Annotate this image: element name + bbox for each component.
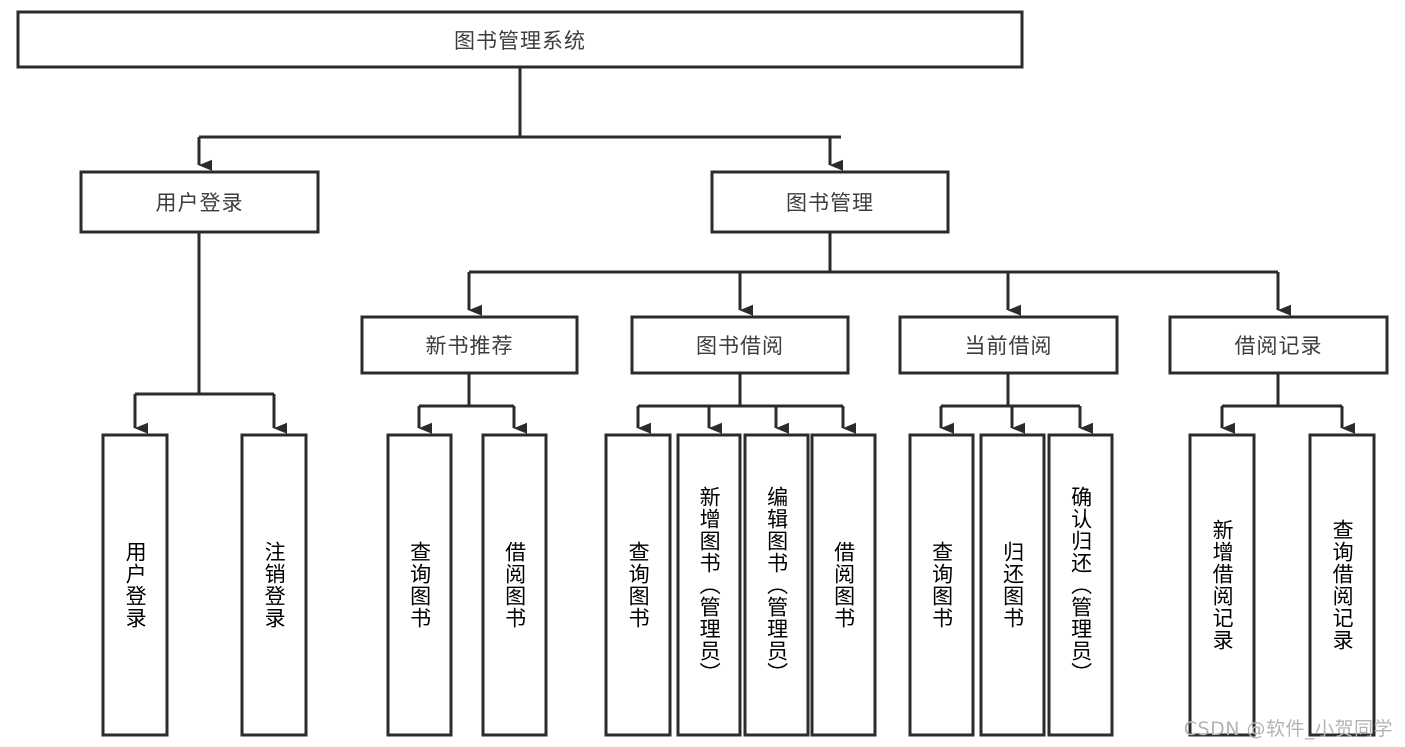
level3-node-box[interactable] <box>1168 315 1389 375</box>
leaf-node-box[interactable] <box>481 433 548 737</box>
level2-node-box[interactable] <box>710 170 950 234</box>
root-node-box[interactable] <box>16 10 1024 69</box>
level3-node-box[interactable] <box>898 315 1119 375</box>
connector-group-new-book <box>417 373 527 434</box>
leaf-node-box[interactable] <box>1308 433 1376 737</box>
leaf-node-box[interactable] <box>676 433 742 737</box>
leaf-node-box[interactable] <box>101 433 169 737</box>
level3-node-box[interactable] <box>630 315 850 375</box>
node-boxes-layer <box>16 10 1389 737</box>
connector-group-current <box>939 373 1093 434</box>
leaf-node-box[interactable] <box>240 433 308 737</box>
connector-group-records <box>1220 373 1355 434</box>
connector-group-book-mgmt <box>467 232 1291 316</box>
leaf-node-box[interactable] <box>908 433 975 737</box>
connector-group-borrow <box>636 373 856 434</box>
leaf-node-box[interactable] <box>1047 433 1114 737</box>
leaf-node-box[interactable] <box>1188 433 1256 737</box>
connector-group-root <box>197 67 843 171</box>
level2-node-box[interactable] <box>79 170 320 234</box>
leaf-node-box[interactable] <box>604 433 672 737</box>
leaf-node-box[interactable] <box>386 433 453 737</box>
connector-group-user-login <box>133 232 287 434</box>
leaf-node-box[interactable] <box>743 433 810 737</box>
leaf-node-box[interactable] <box>979 433 1046 737</box>
level3-node-box[interactable] <box>360 315 579 375</box>
leaf-node-box[interactable] <box>810 433 877 737</box>
